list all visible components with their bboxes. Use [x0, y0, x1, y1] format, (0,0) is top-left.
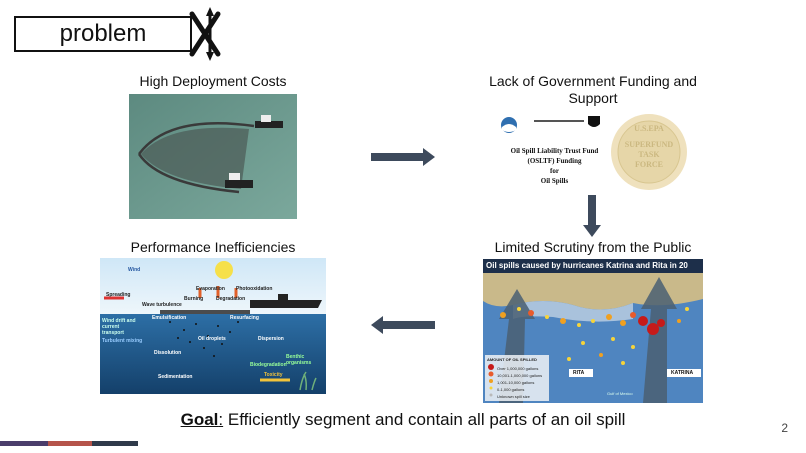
caption-high-costs: High Deployment Costs [139, 73, 287, 89]
noaa-logo-icon [501, 117, 517, 133]
legend-item: Unknown spill size [497, 394, 530, 399]
doc-line4: Oil Spills [540, 177, 569, 185]
arrow-down-icon [583, 195, 601, 237]
title-arrow-icon [189, 7, 221, 61]
label-wind: Wind [128, 267, 141, 273]
osltf-document: Oil Spill Liability Trust Fund (OSLTF) F… [497, 146, 612, 186]
caption-funding-line1: Lack of Government Funding and [489, 73, 697, 89]
label-dissolution: Dissolution [154, 350, 182, 356]
goal-text: Efficiently segment and contain all part… [223, 410, 626, 429]
epa-seal-icon [611, 114, 687, 190]
label-burning: Burning [184, 296, 204, 302]
page-number: 2 [781, 421, 788, 435]
doc-line3: for [550, 167, 559, 175]
boom-deployment-image [129, 94, 297, 219]
doc-line1: Oil Spill Liability Trust Fund [510, 147, 599, 155]
slide-title: problem [59, 20, 147, 47]
caption-funding: Lack of Government Funding and Support [478, 73, 708, 107]
map-rita: RITA [573, 370, 585, 376]
seal-top: U.S.EPA [634, 124, 664, 133]
doc-header-line [534, 120, 584, 122]
map-title: Oil spills caused by hurricanes Katrina … [486, 261, 688, 270]
map-legend: Over 1,000,000 gallons 10,001-1,000,000 … [497, 365, 542, 400]
footer-bar-purple [0, 441, 48, 446]
label-photo: Photooxidation [236, 286, 273, 292]
label-emulsification: Emulsification [152, 315, 187, 321]
label-spreading: Spreading [106, 292, 131, 298]
label-resurfacing: Resurfacing [230, 315, 259, 321]
label-turbulent: Turbulent mixing [102, 338, 143, 344]
oil-weathering-diagram [100, 258, 326, 394]
goal-statement: Goal: Efficiently segment and contain al… [0, 410, 806, 430]
label-toxicity: Toxicity [264, 372, 283, 378]
footer-bar-dark [92, 441, 138, 446]
doc-line2: (OSLTF) Funding [527, 157, 582, 165]
map-katrina: KATRINA [671, 370, 694, 376]
map-gulf: Gulf of Mexico [607, 391, 633, 396]
goal-colon: : [218, 410, 224, 429]
title-box [14, 16, 192, 52]
seal-mid3: FORCE [635, 160, 663, 169]
label-evaporation: Evaporation [196, 286, 225, 292]
label-benthic: Benthic organisms [286, 354, 312, 366]
legend-item: Over 1,000,000 gallons [497, 366, 539, 371]
seal-mid2: TASK [638, 150, 660, 159]
caption-performance: Performance Inefficiencies [130, 239, 296, 255]
arrow-left-icon [371, 316, 435, 334]
label-oil-droplets: Oil droplets [198, 336, 226, 342]
seal-mid1: SUPERFUND [624, 140, 674, 149]
map-labels: Oil spills caused by hurricanes Katrina … [483, 259, 703, 403]
coast-guard-logo-icon [588, 116, 600, 127]
label-dispersion: Dispersion [258, 336, 284, 342]
legend-item: 10,001-1,000,000 gallons [497, 373, 543, 378]
label-biodegradation: Biodegradation [250, 362, 287, 368]
epa-seal-text: U.S.EPA SUPERFUND TASK FORCE [610, 124, 688, 170]
label-drift: Wind drift and current transport [102, 318, 136, 336]
caption-scrutiny: Limited Scrutiny from the Public [494, 239, 692, 255]
hurricane-oil-spill-map [483, 259, 703, 403]
legend-item: 1,001-10,000 gallons [497, 380, 535, 385]
arrow-right-icon [371, 148, 435, 166]
legend-item: 0-1,000 gallons [497, 387, 525, 392]
label-degradation: Degradation [216, 296, 246, 302]
diagram-labels: Wind Spreading Wave turbulence Evaporati… [100, 258, 326, 394]
label-wave: Wave turbulence [142, 302, 182, 308]
goal-label: Goal [180, 410, 219, 429]
footer-bar-red [48, 441, 92, 446]
label-sedimentation: Sedimentation [158, 374, 193, 380]
map-legend-title: AMOUNT OF OIL SPILLED [487, 357, 537, 362]
caption-funding-line2: Support [568, 90, 618, 106]
